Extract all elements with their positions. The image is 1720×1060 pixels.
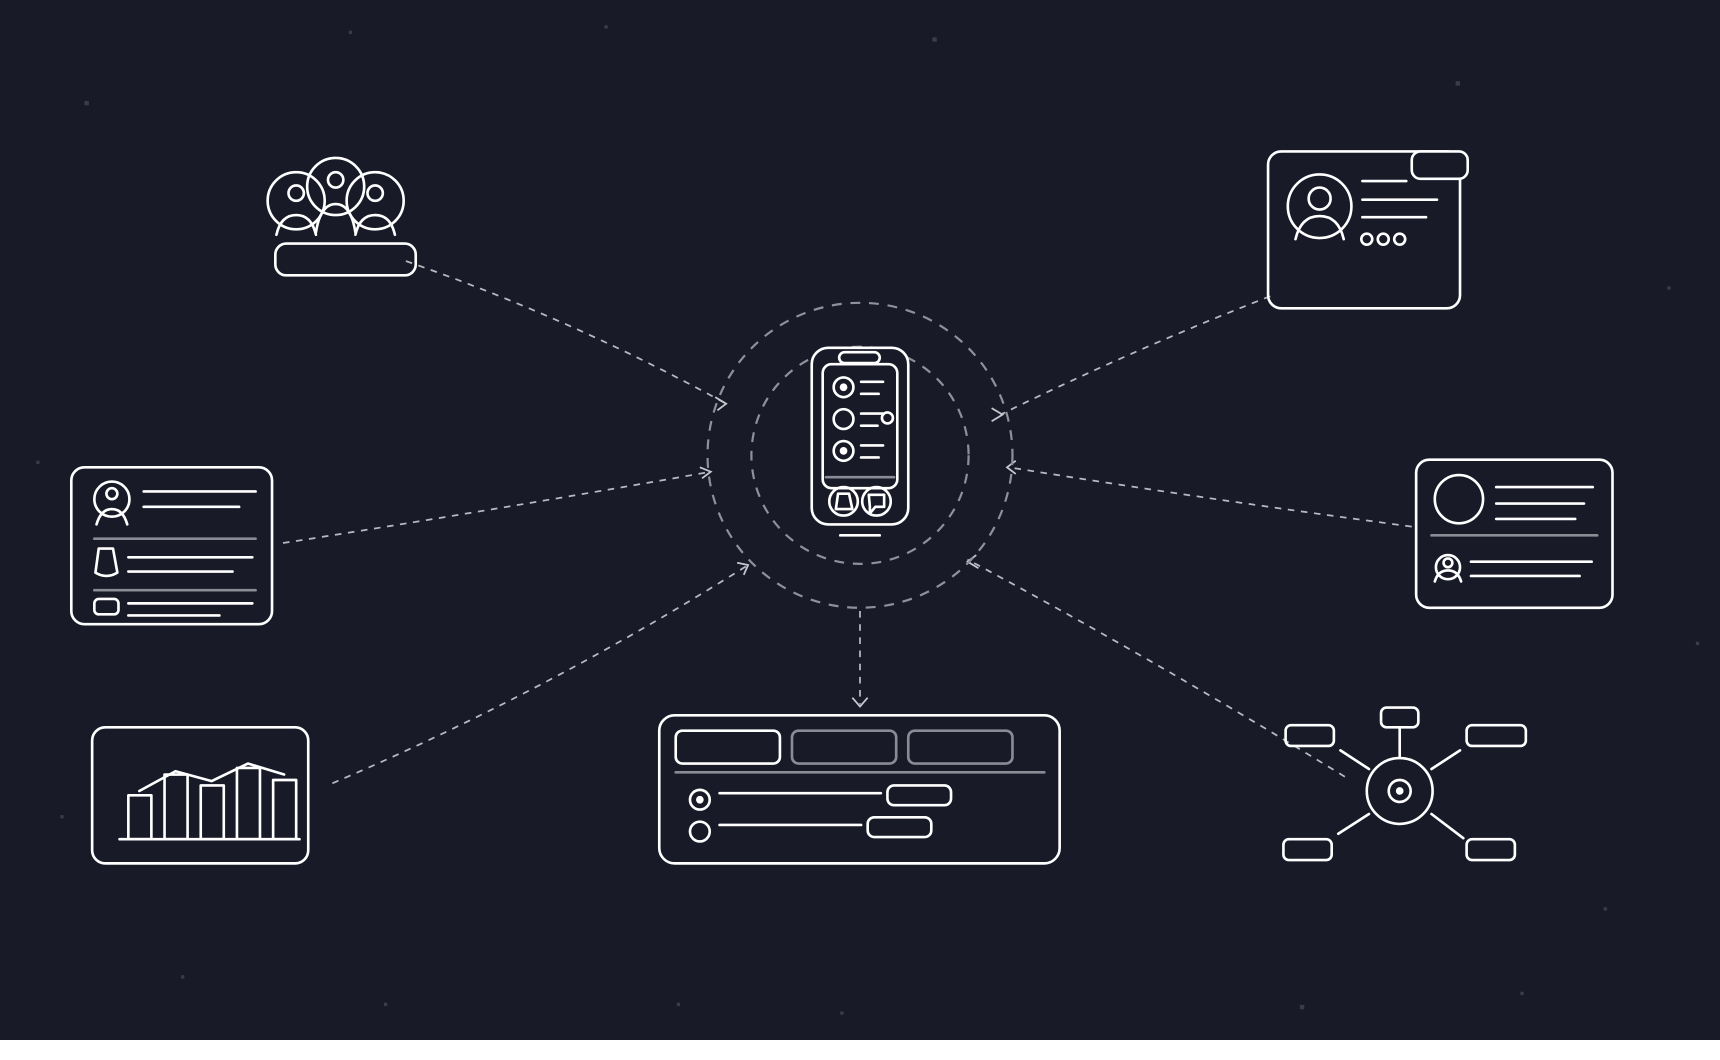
outer-orbit [706, 301, 1014, 609]
arrowhead-icon [965, 554, 979, 570]
bar-chart-card-icon[interactable] [90, 726, 310, 865]
connector-chart [332, 564, 749, 785]
connector-team [405, 260, 727, 405]
hub-smartphone[interactable] [706, 301, 1014, 609]
connector-user-list [282, 470, 711, 544]
arrowhead-icon [699, 466, 713, 480]
team-group-icon[interactable] [266, 156, 418, 277]
arrowhead-icon [851, 697, 869, 708]
arrowhead-icon [736, 561, 750, 576]
arrowhead-icon [714, 396, 728, 411]
contact-card-icon[interactable] [1414, 458, 1614, 610]
connector-contact [1009, 466, 1412, 528]
smartphone-icon [810, 346, 910, 526]
connector-profile [1000, 295, 1271, 416]
arrowhead-icon [991, 407, 1005, 423]
profile-card-icon[interactable] [1266, 150, 1470, 310]
background-stars [36, 25, 1700, 1015]
network-hub-icon[interactable] [1282, 706, 1528, 862]
tabbed-panel-icon[interactable] [657, 713, 1061, 865]
user-list-card-icon[interactable] [69, 466, 274, 626]
